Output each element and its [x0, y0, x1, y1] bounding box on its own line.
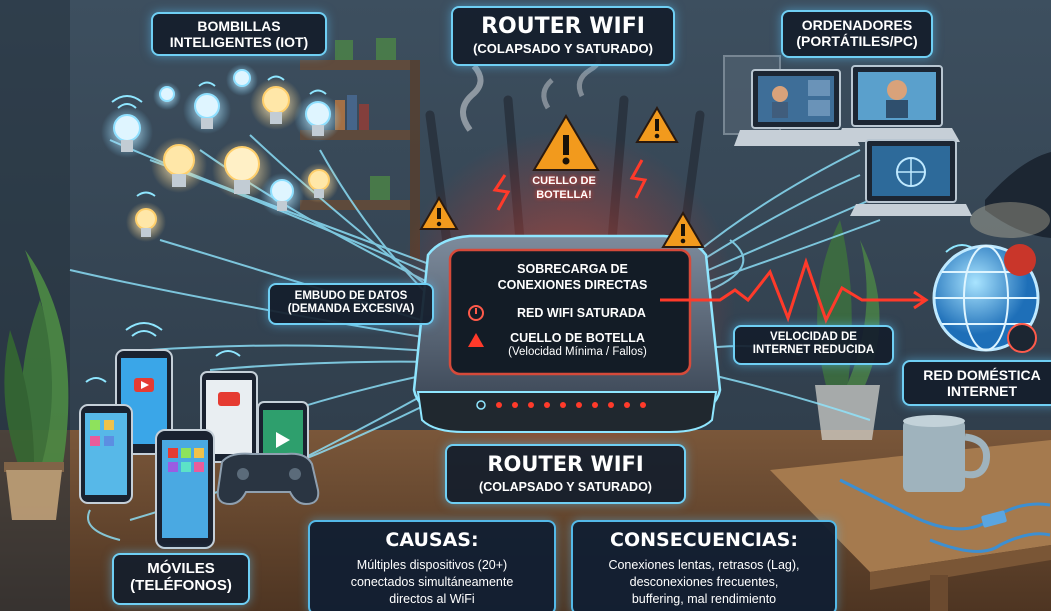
causes-line2: conectados simultáneamente: [350, 574, 514, 589]
alert-line1: CUELLO DE: [532, 175, 596, 187]
speed-drop-line: [660, 257, 929, 324]
bottleneck-status: CUELLO DE BOTELLA (Velocidad Mínima / Fa…: [456, 331, 689, 360]
mobiles-label: MÓVILES (TELÉFONOS): [112, 553, 250, 605]
bottleneck-alert-text: CUELLO DE BOTELLA!: [521, 174, 607, 203]
speed-label-line2: INTERNET REDUCIDA: [752, 344, 875, 357]
lightbulb-icon: [294, 94, 342, 142]
router-title-bottom: ROUTER WIFI (COLAPSADO Y SATURADO): [445, 444, 686, 504]
iot-label-line1: BOMBILLAS: [197, 18, 281, 34]
laptop-icon: [734, 69, 860, 146]
pc-label-line1: ORDENADORES: [801, 17, 913, 33]
laptop-icon: [850, 139, 972, 216]
warning-icon: [419, 196, 459, 230]
mug-icon: [903, 415, 991, 492]
net-label-line1: RED DOMÉSTICA: [923, 367, 1041, 383]
overload-line2: CONEXIONES DIRECTAS: [497, 277, 648, 292]
lightbulb-icon: [126, 202, 166, 242]
alert-line2: BOTELLA!: [536, 189, 592, 202]
lightbulb-icon: [260, 173, 304, 217]
warning-icon: [661, 211, 705, 248]
lightbulb-icon: [226, 64, 258, 96]
consequences-line2: desconexiones frecuentes,: [629, 574, 779, 589]
router-title-sub: (COLAPSADO Y SATURADO): [473, 41, 653, 57]
causes-title: CAUSAS:: [385, 529, 479, 551]
warning-icon: [468, 333, 484, 347]
warning-icon: [635, 106, 679, 143]
consequences-line3: buffering, mal rendimiento: [631, 591, 777, 606]
bottleneck-line: CUELLO DE BOTELLA: [510, 331, 645, 345]
gamepad-icon: [216, 452, 320, 506]
bottom-title-main: ROUTER WIFI: [487, 452, 644, 476]
overload-line1: SOBRECARGA DE: [517, 262, 628, 276]
home-network-label: RED DOMÉSTICA INTERNET: [902, 360, 1051, 406]
consequences-title: CONSECUENCIAS:: [610, 529, 798, 551]
lightbulb-icon: [299, 163, 339, 203]
funnel-label-line2: (DEMANDA EXCESIVA): [287, 303, 415, 316]
plant-left: [4, 250, 69, 520]
smartphone-icon: [79, 404, 133, 504]
lamp-icon: [970, 152, 1051, 238]
net-label-line2: INTERNET: [947, 383, 1017, 400]
lightbulb-icon: [212, 140, 272, 200]
iot-label-line2: INTELIGENTES (IOT): [169, 34, 309, 51]
globe-icon: [932, 244, 1040, 353]
data-funnel-label: EMBUDO DE DATOS (DEMANDA EXCESIVA): [268, 283, 434, 325]
lightbulb-icon: [101, 106, 153, 158]
computers-label: ORDENADORES (PORTÁTILES/PC): [781, 10, 933, 58]
funnel-label-line1: EMBUDO DE DATOS: [294, 290, 408, 302]
warning-icon: [468, 305, 484, 321]
lightbulb-icon: [153, 82, 181, 110]
bottleneck-subline: (Velocidad Mínima / Fallos): [508, 346, 647, 358]
saturated-status: RED WIFI SATURADA: [517, 306, 646, 320]
causes-line3: directos al WiFi: [389, 591, 475, 606]
mobile-label-line2: (TELÉFONOS): [130, 577, 232, 595]
causes-line1: Múltiples dispositivos (20+): [356, 558, 508, 572]
lightbulb-icon: [183, 86, 231, 134]
router-title-top: ROUTER WIFI (COLAPSADO Y SATURADO): [451, 6, 675, 66]
iot-devices-label: BOMBILLAS INTELIGENTES (IOT): [151, 12, 327, 56]
warning-icon: [532, 114, 600, 171]
laptop-icon: [836, 65, 960, 142]
reduced-speed-label: VELOCIDAD DE INTERNET REDUCIDA: [733, 325, 894, 365]
bottom-title-sub: (COLAPSADO Y SATURADO): [479, 480, 652, 495]
speed-label-line1: VELOCIDAD DE: [770, 331, 857, 343]
causes-panel: CAUSAS: Múltiples dispositivos (20+) con…: [308, 520, 556, 611]
consequences-line1: Conexiones lentas, retrasos (Lag),: [608, 558, 800, 572]
overload-status: SOBRECARGA DE CONEXIONES DIRECTAS: [456, 262, 689, 293]
lightbulb-icon: [250, 78, 302, 130]
pc-label-line2: (PORTÁTILES/PC): [796, 33, 918, 50]
mobile-label-line1: MÓVILES: [147, 560, 215, 577]
spark-icon: [492, 159, 648, 211]
router-status-screen: SOBRECARGA DE CONEXIONES DIRECTAS RED WI…: [456, 253, 689, 371]
wifi-signal-icon: [85, 322, 241, 383]
smartphone-icon: [155, 429, 215, 549]
consequences-panel: CONSECUENCIAS: Conexiones lentas, retras…: [571, 520, 837, 611]
router-title-main: ROUTER WIFI: [481, 14, 645, 39]
lightbulb-icon: [151, 137, 207, 193]
bookshelf: [300, 38, 420, 260]
